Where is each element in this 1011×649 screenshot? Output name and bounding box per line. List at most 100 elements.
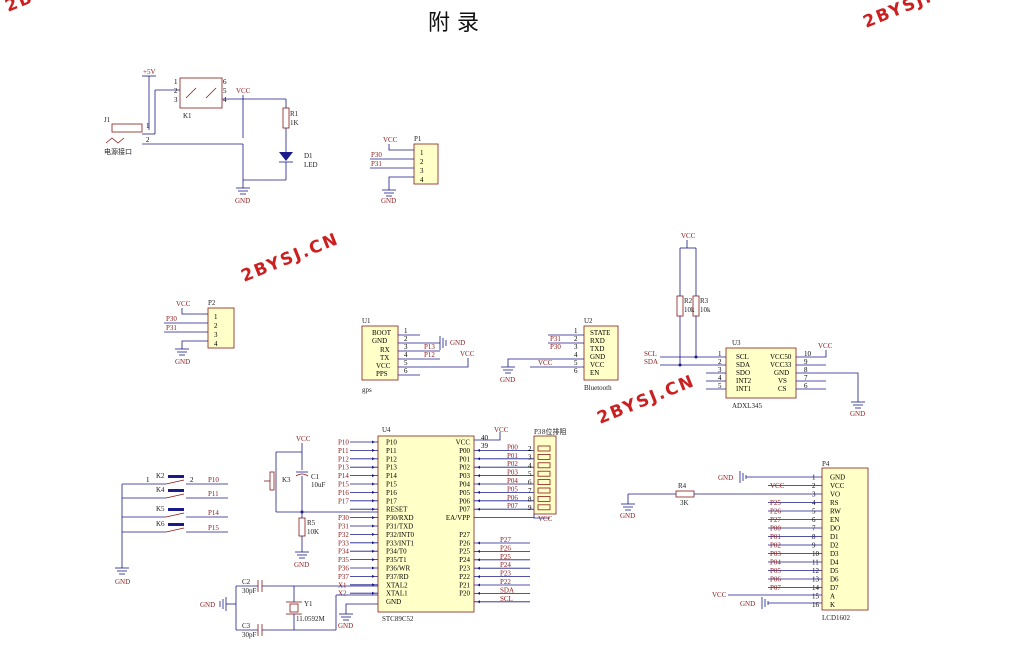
u4-left-pin: P33/INT1 bbox=[386, 539, 415, 547]
watermark-middle-left: 2BYSJ.CN bbox=[238, 229, 342, 286]
lcd-pin-num: 10 bbox=[812, 550, 820, 558]
u4-right-pin: P03 bbox=[459, 472, 470, 480]
lcd-pin-net: P07 bbox=[770, 584, 781, 592]
u3-adxl345: U3 SCL SDA SDO INT2 INT1 VCC50 VCC33 GND… bbox=[644, 232, 865, 418]
u4-left-pin: P10 bbox=[386, 439, 397, 447]
p3-pin-num: 2 bbox=[528, 445, 532, 453]
svg-text:2: 2 bbox=[574, 335, 578, 343]
svg-text:1: 1 bbox=[174, 78, 178, 86]
svg-text:4: 4 bbox=[718, 374, 722, 382]
svg-text:INT1: INT1 bbox=[736, 385, 752, 393]
u4-right-net: P00 bbox=[507, 443, 518, 451]
svg-text:GND: GND bbox=[620, 512, 635, 520]
u4-right-net: P03 bbox=[507, 469, 518, 477]
svg-text:10k: 10k bbox=[700, 306, 711, 314]
u4-left-net: P36 bbox=[338, 565, 349, 573]
p3-pin-num: 5 bbox=[528, 470, 532, 478]
lcd-pin-num: 3 bbox=[812, 491, 816, 499]
p3-pin-num: 4 bbox=[528, 462, 532, 470]
key-net: P14 bbox=[208, 509, 219, 517]
u4-right-pin: P07 bbox=[459, 506, 470, 514]
j1-label: 电源接口 bbox=[104, 147, 132, 156]
u4-left-pin: P36/WR bbox=[386, 565, 410, 573]
svg-text:4: 4 bbox=[223, 96, 227, 104]
svg-text:ADXL345: ADXL345 bbox=[732, 402, 762, 410]
u4-left-net: P35 bbox=[338, 556, 349, 564]
lcd-pin-net: P04 bbox=[770, 559, 781, 567]
svg-text:Y1: Y1 bbox=[304, 600, 313, 608]
svg-text:1: 1 bbox=[146, 122, 150, 130]
svg-text:C3: C3 bbox=[242, 622, 251, 630]
p2-header: P2 1 2 3 4 VCC P30 P31 GND bbox=[164, 299, 235, 366]
u4-right-pin: P25 bbox=[459, 548, 470, 556]
svg-text:7: 7 bbox=[804, 374, 808, 382]
u4-right-pin: P05 bbox=[459, 489, 470, 497]
svg-text:VCC: VCC bbox=[383, 136, 398, 144]
lcd-pin-num: 12 bbox=[812, 567, 820, 575]
svg-text:VCC: VCC bbox=[590, 361, 605, 369]
lcd-pin-label: D7 bbox=[830, 584, 839, 592]
svg-text:30pF: 30pF bbox=[242, 631, 257, 639]
u4-left-pin: P14 bbox=[386, 472, 397, 480]
u4-stc89c52: U4 STC89C52 P10P10P11P11P12P12P13P13P14P… bbox=[338, 426, 534, 630]
key-pin: 1 bbox=[146, 476, 150, 484]
u4-left-pin: P37/RD bbox=[386, 573, 409, 581]
svg-text:U1: U1 bbox=[362, 317, 371, 325]
svg-text:R3: R3 bbox=[700, 297, 709, 305]
crystal-oscillator: C2 30pF C3 30pF GND Y1 11.0592M bbox=[200, 578, 378, 639]
svg-text:C2: C2 bbox=[242, 578, 251, 586]
lcd-pin-net: P01 bbox=[770, 533, 781, 541]
lcd-pin-num: 13 bbox=[812, 576, 820, 584]
u4-right-pin: P22 bbox=[459, 573, 470, 581]
svg-text:10k: 10k bbox=[684, 306, 695, 314]
svg-text:2: 2 bbox=[174, 87, 178, 95]
u4-left-pin: P35/T1 bbox=[386, 556, 407, 564]
lcd-pin-net: P02 bbox=[770, 542, 781, 550]
u4-right-pin: P20 bbox=[459, 590, 470, 598]
lcd-pin-num: 4 bbox=[812, 499, 816, 507]
svg-text:VCC: VCC bbox=[538, 515, 553, 523]
svg-text:P2: P2 bbox=[208, 299, 216, 307]
u4-bottom-net: P23 bbox=[500, 570, 511, 578]
svg-text:U2: U2 bbox=[584, 317, 593, 325]
u4-bottom-net: SCL bbox=[500, 595, 513, 603]
u4-right-net: P04 bbox=[507, 477, 518, 485]
u4-left-pin: P12 bbox=[386, 455, 397, 463]
svg-text:3: 3 bbox=[574, 343, 578, 351]
lcd-pin-label: D2 bbox=[830, 542, 839, 550]
u4-right-pin: P04 bbox=[459, 481, 470, 489]
u4-right-pin: P00 bbox=[459, 447, 470, 455]
p3-pin-num: 3 bbox=[528, 453, 532, 461]
lcd-pin-num: 11 bbox=[812, 559, 819, 567]
p3-pin-num: 8 bbox=[528, 495, 532, 503]
svg-text:VCC: VCC bbox=[376, 362, 391, 370]
svg-text:EN: EN bbox=[590, 369, 599, 377]
u4-left-net: P30 bbox=[338, 514, 349, 522]
svg-text:9: 9 bbox=[804, 358, 808, 366]
svg-text:5: 5 bbox=[223, 87, 227, 95]
reset-circuit: VCC K3 C1 10uF R5 10K GND bbox=[264, 435, 378, 569]
lcd-pin-net: P00 bbox=[770, 525, 781, 533]
svg-text:5: 5 bbox=[574, 359, 578, 367]
lcd-pin-num: 15 bbox=[812, 593, 820, 601]
u4-left-pin: P31/TXD bbox=[386, 523, 413, 531]
key-net: P11 bbox=[208, 490, 219, 498]
u1-gps-module: U1 BOOT GND RX TX VCC PPS 1 2 3 4 5 6 gp… bbox=[361, 317, 475, 394]
key-net: P15 bbox=[208, 524, 219, 532]
svg-text:6: 6 bbox=[404, 367, 408, 375]
svg-text:GND: GND bbox=[372, 337, 387, 345]
u4-right-pin: P26 bbox=[459, 539, 470, 547]
key-pin: 2 bbox=[190, 476, 194, 484]
svg-text:P31: P31 bbox=[550, 335, 561, 343]
svg-text:P13: P13 bbox=[424, 343, 435, 351]
svg-text:VCC: VCC bbox=[296, 435, 311, 443]
plus5v-label: +5V bbox=[143, 68, 156, 76]
u4-left-pin: XTAL1 bbox=[386, 590, 408, 598]
lcd-pin-num: 8 bbox=[812, 533, 816, 541]
u4-left-pin: P32/INT0 bbox=[386, 531, 415, 539]
u4-right-pin: P02 bbox=[459, 464, 470, 472]
u4-left-net: X2 bbox=[338, 590, 347, 598]
svg-text:10uF: 10uF bbox=[311, 481, 326, 489]
svg-text:U3: U3 bbox=[732, 339, 741, 347]
